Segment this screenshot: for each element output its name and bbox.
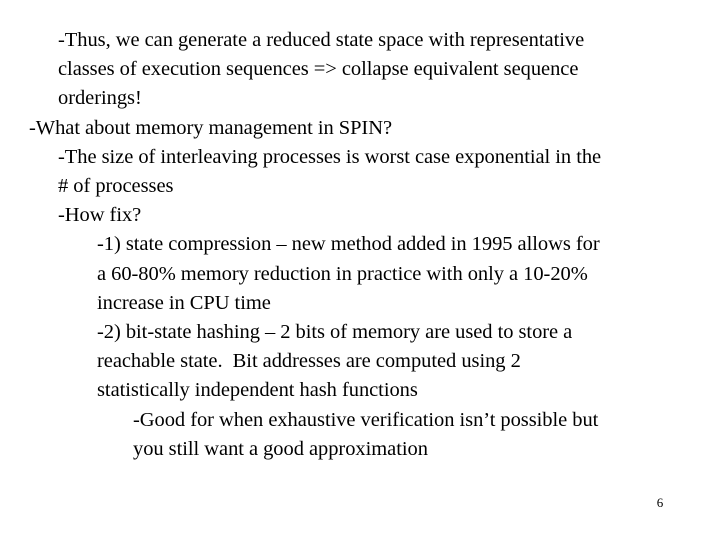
body-line: a 60-80% memory reduction in practice wi… (97, 262, 588, 285)
body-line: classes of execution sequences => collap… (58, 58, 579, 81)
body-line: -2) bit-state hashing – 2 bits of memory… (97, 321, 573, 344)
body-line: increase in CPU time (97, 291, 271, 314)
body-line: reachable state. Bit addresses are compu… (97, 350, 521, 373)
body-line: -What about memory management in SPIN? (29, 116, 393, 139)
slide-body-text: -Thus, we can generate a reduced state s… (0, 26, 720, 464)
body-line: # of processes (58, 175, 174, 198)
body-line: statistically independent hash functions (97, 379, 418, 402)
body-line: orderings! (58, 87, 142, 110)
body-line: -How fix? (58, 204, 142, 227)
body-line: you still want a good approximation (133, 437, 428, 460)
body-line: -1) state compression – new method added… (97, 233, 600, 256)
body-line: -The size of interleaving processes is w… (58, 145, 602, 168)
body-line: -Thus, we can generate a reduced state s… (58, 29, 585, 51)
body-line: -Good for when exhaustive verification i… (133, 408, 599, 431)
page-number: 6 (656, 495, 664, 510)
